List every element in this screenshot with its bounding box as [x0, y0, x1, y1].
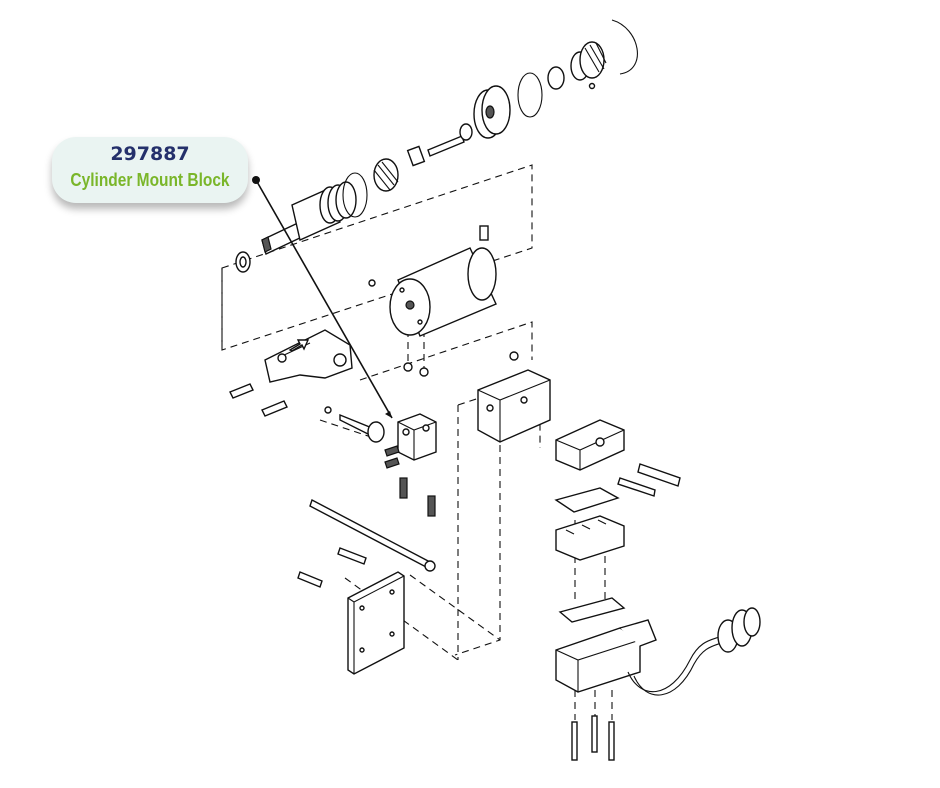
callout-leader	[252, 176, 393, 419]
mounting-screws	[571, 715, 615, 761]
lever-arm	[229, 329, 353, 417]
link-bar	[297, 498, 436, 588]
cylinder-shaft-assembly	[235, 19, 638, 273]
valve-body	[477, 351, 681, 497]
manifold-stack	[554, 487, 657, 693]
motor-assembly	[368, 225, 497, 377]
cylinder-mount-block	[384, 413, 437, 517]
pin-knob	[324, 406, 385, 443]
mounting-plate	[347, 571, 405, 675]
part-number: 297887	[110, 143, 190, 165]
part-description: Cylinder Mount Block	[70, 170, 230, 190]
part-callout: 297887 Cylinder Mount Block	[52, 137, 248, 203]
cable-connector	[627, 607, 761, 696]
